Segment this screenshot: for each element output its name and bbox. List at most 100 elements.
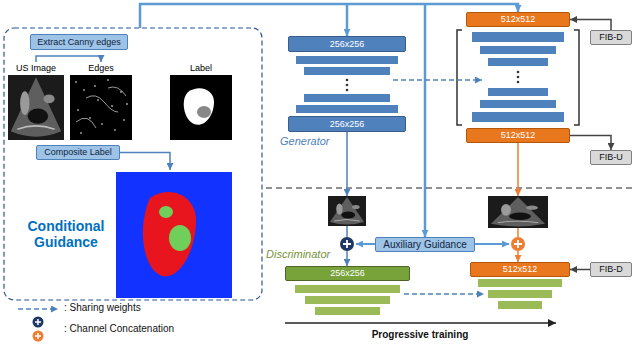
edge-dot [111, 105, 113, 107]
dot [346, 89, 349, 92]
plus-sign [514, 240, 522, 248]
legend-sample [18, 308, 58, 310]
layer-box: 512x512 [466, 12, 570, 27]
edge-dot [114, 129, 116, 131]
layer [488, 88, 548, 96]
flow-line [346, 226, 348, 237]
dot [346, 79, 349, 82]
sharing-weights-arrow [393, 79, 482, 81]
layer [488, 58, 548, 66]
composite-image [116, 172, 232, 298]
generator-layers [472, 32, 564, 122]
dot [346, 84, 349, 87]
layer [304, 94, 390, 102]
edge-dot [97, 99, 99, 101]
composite-region [159, 206, 173, 218]
edge-dot [101, 123, 103, 125]
process-box: Extract Canny edges [30, 34, 128, 50]
layer [478, 279, 562, 287]
node-text: US Image [16, 63, 56, 74]
dot [517, 81, 520, 84]
flow-line [346, 132, 348, 196]
label-mask [184, 88, 214, 124]
edge-dot [123, 119, 125, 121]
guidance-line [356, 243, 375, 245]
composite-region [169, 225, 191, 251]
label-image [170, 75, 232, 140]
node-text: Extract Canny edges [37, 37, 121, 48]
node-text: 512x512 [503, 264, 538, 275]
layer [305, 296, 390, 304]
node-text: Edges [88, 63, 114, 74]
layer [498, 301, 542, 309]
edge-dot [126, 103, 128, 105]
component-label: Generator [280, 135, 330, 148]
edge-dots [75, 79, 128, 134]
node-text: Auxiliary Guidance [383, 239, 466, 250]
generated-image [488, 196, 548, 228]
bracket [574, 30, 579, 125]
edges-image [70, 75, 132, 140]
edge-traces [76, 87, 126, 128]
edge-dot [80, 132, 82, 134]
layer-box: 256x256 [285, 266, 410, 281]
connector [570, 136, 611, 151]
axis-label: Progressive training [372, 329, 469, 341]
layer [488, 290, 552, 298]
layer-box: 256x256 [288, 36, 406, 52]
ellipsis-dots [346, 79, 349, 92]
plus-sign [343, 240, 351, 248]
flow-line [517, 143, 519, 196]
generated-image [328, 196, 366, 226]
dot [517, 71, 520, 74]
layer [296, 105, 398, 113]
layer-box: 256x256 [288, 116, 406, 132]
edge-trace [108, 87, 126, 96]
dashed-panel [4, 28, 262, 300]
node-text: 256x256 [330, 119, 365, 130]
concat-circle [511, 237, 525, 251]
connector [570, 269, 590, 271]
legend-text: : Channel Concatenation [64, 323, 174, 334]
discriminator-layers [295, 279, 562, 315]
guidance-panel: Conditional Guidance [18, 170, 232, 298]
image-panel: US Image [8, 62, 64, 140]
sharing-weights-arrow [404, 293, 484, 295]
connector [36, 56, 101, 62]
edge-dot [89, 117, 91, 119]
node-text: Label [190, 63, 212, 74]
edge-dot [107, 79, 109, 81]
progress-arrow [285, 322, 556, 324]
block-box: FIB-D [590, 30, 632, 45]
edge-dot [120, 91, 122, 93]
node-text: FIB-U [599, 152, 623, 163]
plus-sign [35, 333, 41, 339]
node-text: Conditional Guidance [20, 218, 112, 250]
connector [120, 153, 170, 171]
node-text: 512x512 [501, 14, 536, 25]
layer [472, 112, 564, 122]
layer [304, 67, 390, 75]
generator-layers [296, 56, 398, 113]
edge-dot [75, 81, 77, 83]
separator [266, 188, 636, 189]
connector [570, 20, 611, 31]
layer [472, 32, 564, 42]
layer [315, 307, 380, 315]
dot [517, 76, 520, 79]
layer [480, 46, 556, 54]
ellipsis-dots [517, 71, 520, 84]
legend-entry: : Sharing weights [64, 302, 141, 313]
edge-trace [86, 96, 118, 112]
legend-sample [33, 317, 44, 342]
flow-line [346, 251, 348, 266]
edge-dot [77, 109, 79, 111]
composite-region [143, 192, 196, 276]
edge-trace [76, 118, 96, 128]
concat-symbol [340, 237, 354, 251]
concat-symbol [511, 237, 525, 251]
edge-dot [83, 89, 85, 91]
legend-entry: : Channel Concatenation [64, 323, 174, 334]
legend-text: : Sharing weights [64, 302, 141, 313]
